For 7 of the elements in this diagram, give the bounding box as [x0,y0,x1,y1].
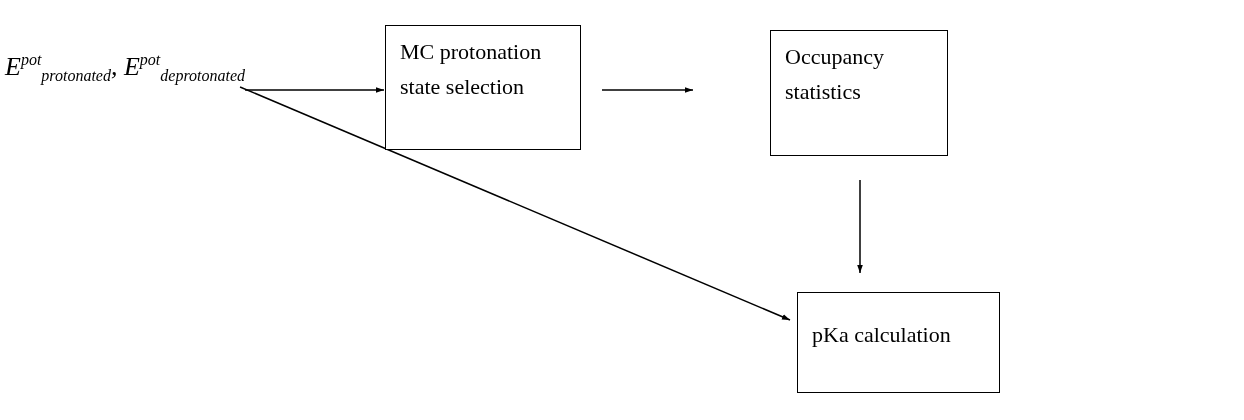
arrow [244,87,385,93]
arrow [601,87,694,93]
arrow [857,179,863,274]
process-box: pKa calculation [797,292,1000,393]
arrow [239,86,791,321]
process-box: Occupancy statistics [770,30,948,156]
process-box: MC protonation state selection [385,25,581,150]
